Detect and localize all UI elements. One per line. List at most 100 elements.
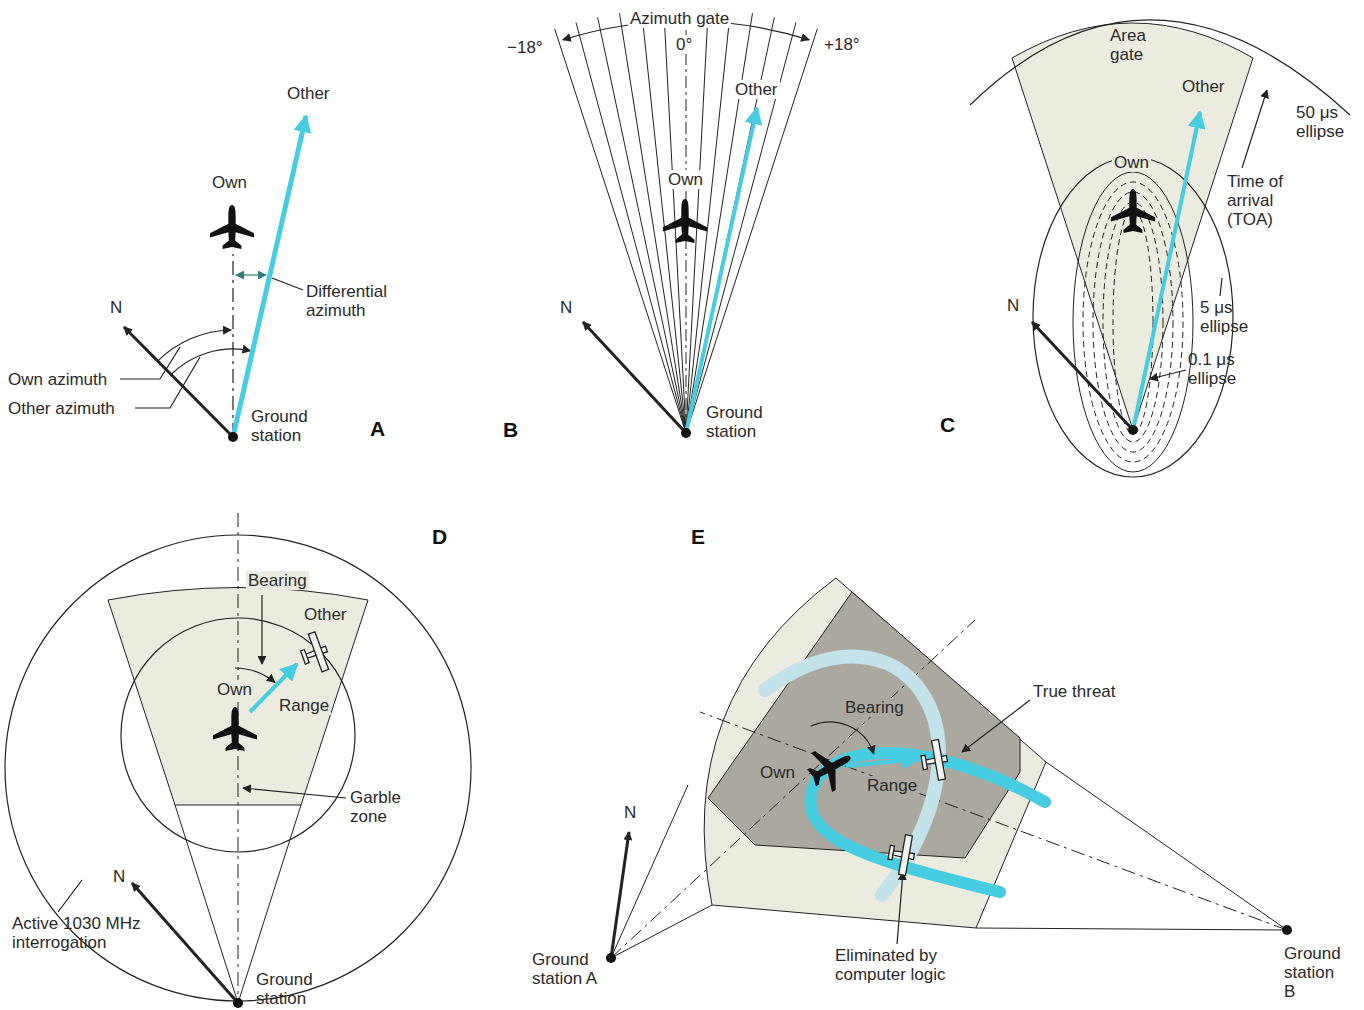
bearing-arc [811, 722, 874, 754]
gate-line [611, 905, 712, 958]
callout-label: Ground station A [532, 950, 598, 988]
callout-label: Own [758, 763, 797, 782]
light-aircraft [296, 630, 333, 676]
ground-station-dot [606, 953, 616, 963]
jet-aircraft [1111, 189, 1155, 233]
callout-label: 0° [674, 35, 694, 54]
callout-label: Other [733, 80, 780, 99]
callout-label: Bearing [246, 571, 309, 590]
gate-line [1046, 762, 1287, 930]
toa-leader [1242, 90, 1267, 168]
gate-line [611, 785, 688, 958]
callout-label: Ground station B [1284, 944, 1350, 1001]
callout-label: Ground station [251, 407, 323, 445]
callout-label: True threat [1033, 682, 1116, 701]
callout-label: Other azimuth [8, 399, 115, 418]
aircraft-part [932, 740, 946, 781]
reference-axis [238, 513, 239, 1000]
toa-ellipse [1093, 192, 1173, 452]
ground-station-dot [1282, 925, 1292, 935]
callout-label: Differential azimuth [306, 282, 418, 320]
gate-line [976, 928, 1287, 930]
callout-label: Active 1030 MHz interrogation [12, 914, 142, 952]
panel-letter: A [370, 419, 385, 438]
north-arrow [1032, 322, 1133, 430]
panel-letter: C [940, 415, 955, 434]
jet-aircraft [213, 707, 257, 751]
callout-label: Range [865, 776, 919, 795]
leader-line [58, 880, 82, 912]
aircraft-part [308, 632, 328, 672]
differential-arrow [236, 274, 266, 275]
callout-label: 50 μs ellipse [1296, 103, 1360, 141]
garble-leader [243, 788, 346, 798]
callout-label: 0.1 μs ellipse [1188, 350, 1260, 388]
aircraft-part [301, 650, 310, 665]
bearing-leader [261, 595, 262, 664]
callout-label: Eliminated by computer logic [835, 946, 965, 984]
callout-label: N [1007, 296, 1019, 315]
ground-station-dot [681, 428, 691, 438]
callout-label: Own [212, 173, 247, 192]
reference-axis [700, 712, 1287, 930]
area-gate [704, 578, 1046, 928]
north-arrow [611, 832, 629, 958]
north-arrow [583, 322, 686, 433]
callout-label: Ground station [256, 970, 328, 1008]
threat-track [810, 753, 1045, 892]
callout-label: +18° [822, 35, 862, 54]
callout-label: Range [277, 696, 331, 715]
callout-label: Own [666, 170, 705, 189]
callout-label: Azimuth gate [628, 9, 731, 28]
range-arrow [846, 759, 918, 766]
aircraft-part [888, 845, 894, 859]
leader-line [1220, 278, 1222, 296]
callout-label: Own [215, 680, 254, 699]
callout-label: Other [287, 84, 330, 103]
callout-label: Ground station [706, 403, 778, 441]
jet-aircraft [801, 738, 861, 798]
callout-label: Other [1180, 77, 1227, 96]
north-arrow [132, 883, 238, 1003]
leader-line [272, 278, 303, 290]
callout-label: N [113, 867, 125, 886]
reference-axis [232, 254, 233, 437]
area-gate [108, 588, 368, 806]
gate-line [175, 805, 238, 1003]
panel-letter: B [503, 420, 518, 439]
callout-label: Area gate [1108, 26, 1167, 64]
toa-ellipse [1113, 210, 1153, 434]
other-azimuth-arrow [233, 116, 306, 437]
light-aircraft [886, 833, 918, 877]
toa-ellipse [1083, 182, 1183, 462]
other-azimuth-arrow [686, 108, 757, 433]
other-azimuth-arc [171, 349, 251, 375]
toa-ellipse [1073, 172, 1193, 472]
callout-label: N [624, 803, 636, 822]
threat-leader [962, 700, 1030, 752]
reference-axis [611, 620, 975, 958]
panel-letter: E [691, 527, 705, 546]
callout-label: N [110, 298, 122, 317]
aircraft-part [921, 755, 927, 769]
ground-station-dot [1128, 425, 1138, 435]
callout-label: Bearing [843, 698, 906, 717]
ground-station-dot [233, 998, 243, 1008]
ground-station-dot [228, 432, 238, 442]
leader-line [135, 357, 200, 408]
jet-aircraft [210, 205, 254, 249]
jet-aircraft [663, 199, 707, 243]
callout-label: Garble zone [350, 788, 416, 826]
callout-label: Own [1112, 153, 1151, 172]
azimuth-gate-line [555, 29, 686, 433]
leader-line [120, 347, 180, 379]
callout-label: Other [302, 605, 349, 624]
callout-label: Own azimuth [8, 370, 107, 389]
callout-label: N [560, 298, 572, 317]
ellipse-50us [970, 20, 1350, 115]
aircraft-part [899, 835, 913, 876]
north-arrow [124, 327, 233, 437]
intersection-area [708, 592, 1020, 858]
